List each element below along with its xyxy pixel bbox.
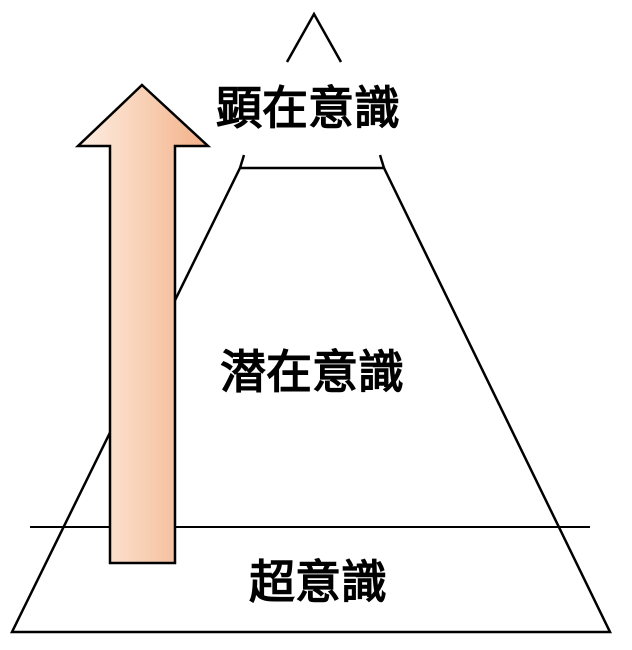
pyramid-left-stub <box>238 154 246 169</box>
pyramid-right-stub <box>378 154 386 169</box>
label-subconscious: 潜在意識 <box>220 345 404 399</box>
upward-arrow <box>74 83 212 565</box>
label-conscious: 顕在意識 <box>216 81 400 135</box>
pyramid-tip <box>285 11 343 63</box>
pyramid-body <box>9 166 612 634</box>
label-superconscious: 超意識 <box>249 555 387 609</box>
